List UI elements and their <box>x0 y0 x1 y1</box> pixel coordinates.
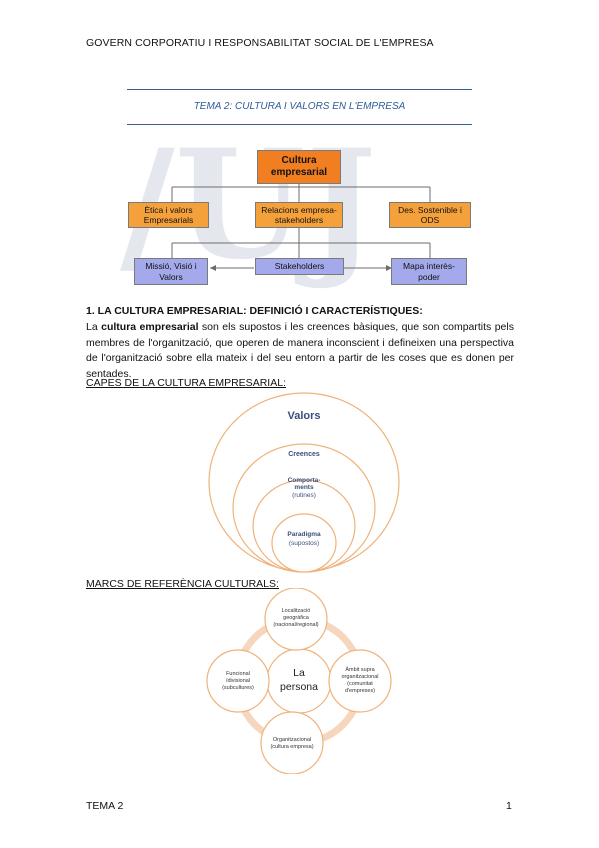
diagram-node-relacions-stakeholders: Relacions empresa-stakeholders <box>255 202 343 228</box>
svg-text:Funcional: Funcional <box>226 671 250 677</box>
layer-rutines: (rutines) <box>292 492 316 499</box>
title-rule-bottom <box>127 124 472 125</box>
layer-paradigma: Paradigma <box>287 531 321 538</box>
svg-text:(nacional/regional): (nacional/regional) <box>273 622 318 628</box>
center-la: La <box>293 667 305 679</box>
definition-paragraph: La cultura empresarial son els supostos … <box>86 321 514 380</box>
layer-valors: Valors <box>287 410 320 422</box>
diagram-node-stakeholders: Stakeholders <box>255 258 344 275</box>
capes-heading: CAPES DE LA CULTURA EMPRESARIAL: <box>86 377 286 389</box>
document-header: GOVERN CORPORATIU I RESPONSABILITAT SOCI… <box>86 37 434 49</box>
capes-diagram: Valors Creences Comporta- ments (rutines… <box>208 392 400 573</box>
layer-supostos: (supostos) <box>289 540 319 547</box>
svg-text:Organitzacional: Organitzacional <box>273 737 311 743</box>
layer-creences: Creences <box>288 451 320 458</box>
title-rule-top <box>127 89 472 90</box>
page-number: 1 <box>506 800 512 812</box>
layer-comportaments-1: Comporta- <box>288 477 321 484</box>
marcs-heading: MARCS DE REFERÈNCIA CULTURALS: <box>86 578 279 590</box>
center-persona: persona <box>280 681 318 693</box>
svg-text:(cultura empresa): (cultura empresa) <box>270 744 313 750</box>
svg-text:(subcultures): (subcultures) <box>222 685 254 691</box>
culture-diagram-connectors <box>171 184 431 271</box>
footer-tema: TEMA 2 <box>86 800 124 812</box>
tema-title: TEMA 2: CULTURA I VALORS EN L'EMPRESA <box>193 101 406 112</box>
diagram-node-mapa-interes: Mapa interès-poder <box>391 258 467 285</box>
svg-text:geogràfica: geogràfica <box>283 615 310 621</box>
svg-text:Localització: Localització <box>282 608 311 614</box>
svg-text:(comunitat: (comunitat <box>347 681 373 687</box>
svg-text:/divisional: /divisional <box>226 678 250 684</box>
section-heading: 1. LA CULTURA EMPRESARIAL: DEFINICIÓ I C… <box>86 305 423 317</box>
bold-term: cultura empresarial <box>101 321 199 333</box>
marcs-diagram: La persona Localització geogràfica (naci… <box>206 588 392 774</box>
svg-text:organitzacional: organitzacional <box>342 674 379 680</box>
layer-comportaments-2: ments <box>294 484 314 491</box>
svg-text:d'empreses): d'empreses) <box>345 688 375 694</box>
svg-text:Àmbit supra: Àmbit supra <box>345 666 375 673</box>
